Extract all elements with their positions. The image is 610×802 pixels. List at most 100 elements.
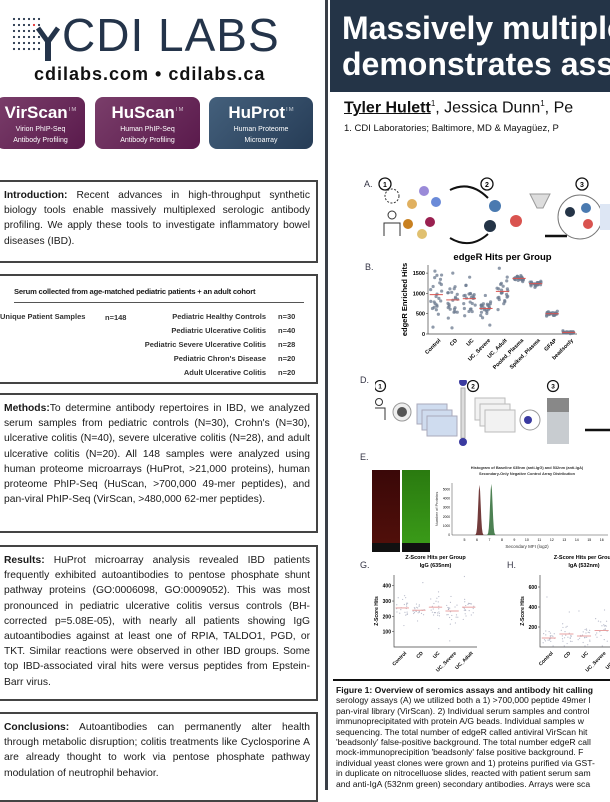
panel-a-workflow-diagram: 1 2 3 <box>378 177 610 245</box>
results-box: Results: HuProt microarray analysis reve… <box>0 545 318 701</box>
x-tick-label: 13 <box>562 538 566 542</box>
data-point <box>413 611 416 613</box>
data-point <box>416 607 419 609</box>
panel-label-g: G. <box>360 560 370 570</box>
data-point <box>467 602 470 604</box>
data-point <box>502 302 506 306</box>
step-1-badge: 1 <box>375 380 387 393</box>
svg-text:3: 3 <box>551 384 555 391</box>
methods-heading: Methods: <box>4 403 50 414</box>
data-point <box>585 628 588 630</box>
data-point <box>467 292 471 296</box>
svg-text:2: 2 <box>485 182 489 189</box>
data-point <box>454 606 456 608</box>
data-point <box>422 582 424 584</box>
data-point <box>450 595 452 598</box>
data-point <box>431 605 434 607</box>
website-links[interactable]: cdilabs.com • cdilabs.ca <box>34 64 266 84</box>
data-point <box>433 302 437 306</box>
product-virscan[interactable]: VirScanTM Virion PhIP-Seq Antibody Profi… <box>0 97 85 149</box>
data-point <box>542 642 544 644</box>
data-point <box>405 597 407 599</box>
data-point <box>448 607 450 609</box>
data-point <box>403 603 405 606</box>
caption-line: pan-viral library (VirScan). 2) Individu… <box>336 705 590 716</box>
data-point <box>438 595 440 598</box>
cohort-group-label: Pediatric Ulcerative Colitis <box>171 326 266 335</box>
data-point <box>567 636 569 638</box>
data-point <box>413 612 415 615</box>
data-point <box>549 632 552 634</box>
data-point <box>473 605 475 607</box>
logo-dot <box>22 23 26 27</box>
data-point <box>430 609 432 611</box>
product-huscan[interactable]: HuScanTM Human PhIP-Seq Antibody Profili… <box>95 97 200 149</box>
data-point <box>396 611 398 613</box>
y-tick-label: 4000 <box>443 497 450 501</box>
data-point <box>465 604 467 607</box>
data-point <box>605 620 608 622</box>
data-point <box>497 266 501 270</box>
data-point <box>584 628 586 631</box>
product-huprot[interactable]: HuProtTM Human Proteome Microarray <box>209 97 313 149</box>
data-point <box>435 273 439 277</box>
data-point <box>434 294 438 299</box>
data-point <box>452 287 456 291</box>
product-desc: Human PhIP-Seq <box>120 126 175 133</box>
data-point <box>504 292 509 297</box>
product-desc: Antibody Profiling <box>13 137 68 144</box>
data-point <box>470 614 472 616</box>
logo-dot <box>12 47 16 51</box>
caption-line: in duplicate on nitrocelluose slides, re… <box>336 768 591 779</box>
column-divider <box>325 0 328 790</box>
data-point <box>496 308 500 312</box>
data-point <box>596 632 598 634</box>
data-point <box>589 639 591 641</box>
x-tick-label: GFAP <box>543 338 558 353</box>
data-point <box>483 293 487 298</box>
data-point <box>600 621 602 623</box>
cohort-group-n: n=30 <box>278 312 296 321</box>
logo-dot <box>32 17 36 21</box>
data-point <box>415 603 418 605</box>
data-point <box>431 284 435 289</box>
data-point <box>455 292 459 296</box>
logo-dot <box>32 23 36 27</box>
data-point <box>505 295 509 299</box>
data-point <box>434 308 438 312</box>
logo-dot <box>37 35 41 39</box>
logo-dot <box>22 47 26 51</box>
data-point <box>437 601 439 603</box>
data-point <box>485 311 489 316</box>
data-point <box>449 601 452 603</box>
data-point <box>565 634 567 636</box>
y-tick-label: 400 <box>383 584 392 590</box>
data-point <box>399 612 401 614</box>
data-point <box>586 636 588 638</box>
panel-d-workflow-diagram: 1 2 3 <box>375 380 610 446</box>
data-point <box>446 604 448 607</box>
data-point <box>447 614 449 616</box>
step-2-badge: 2 <box>480 177 494 191</box>
product-desc: Antibody Profiling <box>120 137 175 144</box>
x-tick-label: CD <box>449 338 459 348</box>
data-point <box>455 616 457 618</box>
data-point <box>465 615 467 617</box>
y-tick-label: 1000 <box>413 291 425 297</box>
svg-text:3: 3 <box>580 182 584 189</box>
data-point <box>433 276 437 280</box>
data-point <box>472 293 476 297</box>
panel-label-h: H. <box>507 560 516 570</box>
chart-subtitle: Secondary-Only Negative Control Array Di… <box>479 471 576 476</box>
logo-dot <box>12 41 16 45</box>
data-point <box>413 607 416 609</box>
data-point <box>448 616 451 619</box>
data-point <box>577 639 579 641</box>
logo-dot <box>27 23 31 27</box>
data-point <box>599 631 601 633</box>
arrow-icon <box>449 233 489 245</box>
x-tick-label: 15 <box>587 538 591 542</box>
caption-line: sequencing. The total number of edgeR ca… <box>336 726 588 737</box>
data-point <box>468 275 472 279</box>
data-point <box>604 625 606 627</box>
